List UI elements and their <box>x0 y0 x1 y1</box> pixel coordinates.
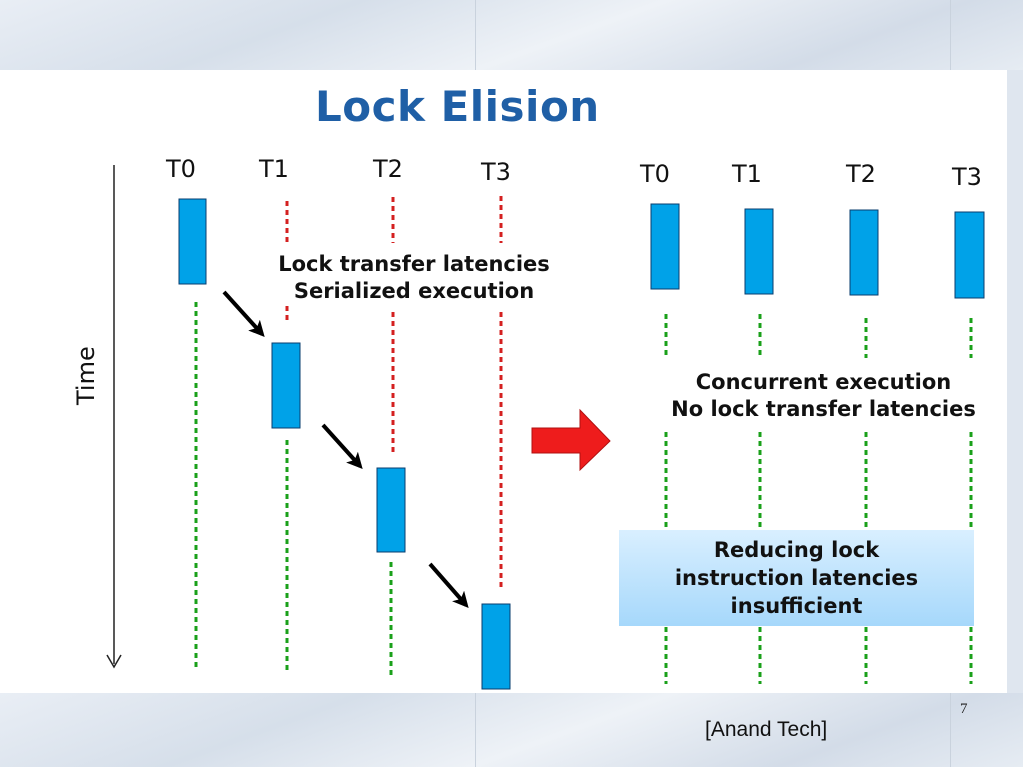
critical-section-block-t0-right <box>650 203 680 290</box>
thread-label-t3-right: T3 <box>952 163 982 191</box>
critical-section-block-t2-left <box>376 467 406 553</box>
callout-line: Serialized execution <box>293 279 535 303</box>
header-background-band <box>0 0 1023 70</box>
band-seam <box>475 693 476 767</box>
critical-section-block-t3-right <box>954 211 985 299</box>
thread-label-t3-left: T3 <box>481 158 511 186</box>
band-seam <box>475 0 476 70</box>
note-line: Reducing lock <box>713 538 880 562</box>
band-seam <box>950 693 951 767</box>
concurrent-callout: Concurrent execution No lock transfer lat… <box>651 369 996 423</box>
critical-section-block-t1-left <box>271 342 301 429</box>
time-axis-arrowhead <box>106 654 122 669</box>
thread-label-t1-left: T1 <box>259 155 289 183</box>
callout-line: Concurrent execution <box>695 370 952 394</box>
critical-section-block-t2-right <box>849 209 879 296</box>
thread-label-t2-right: T2 <box>846 160 876 188</box>
callout-line: Lock transfer latencies <box>278 252 550 276</box>
page-number: 7 <box>960 701 968 717</box>
note-line: instruction latencies <box>674 566 919 590</box>
lock-transfer-arrow <box>222 290 265 337</box>
slide-title: Lock Elision <box>315 82 600 131</box>
lock-transfer-arrow <box>428 562 469 609</box>
thread-label-t1-right: T1 <box>732 160 762 188</box>
callout-line: No lock transfer latencies <box>671 397 976 421</box>
lock-transfer-arrow <box>321 423 363 469</box>
transition-arrow-icon <box>531 408 611 472</box>
band-seam <box>950 0 951 70</box>
thread-label-t2-left: T2 <box>373 155 403 183</box>
thread-label-t0-right: T0 <box>640 160 670 188</box>
source-credit: [Anand Tech] <box>705 718 828 741</box>
critical-section-block-t0-left <box>178 198 207 285</box>
thread-label-t0-left: T0 <box>166 155 196 183</box>
critical-section-block-t1-right <box>744 208 774 295</box>
note-line: insufficient <box>730 594 863 618</box>
insufficient-note-box: Reducing lock instruction latencies insuff… <box>619 530 974 626</box>
critical-section-block-t3-left <box>481 603 511 690</box>
footer-background-band <box>0 693 1023 767</box>
time-axis-label: Time <box>72 346 100 405</box>
